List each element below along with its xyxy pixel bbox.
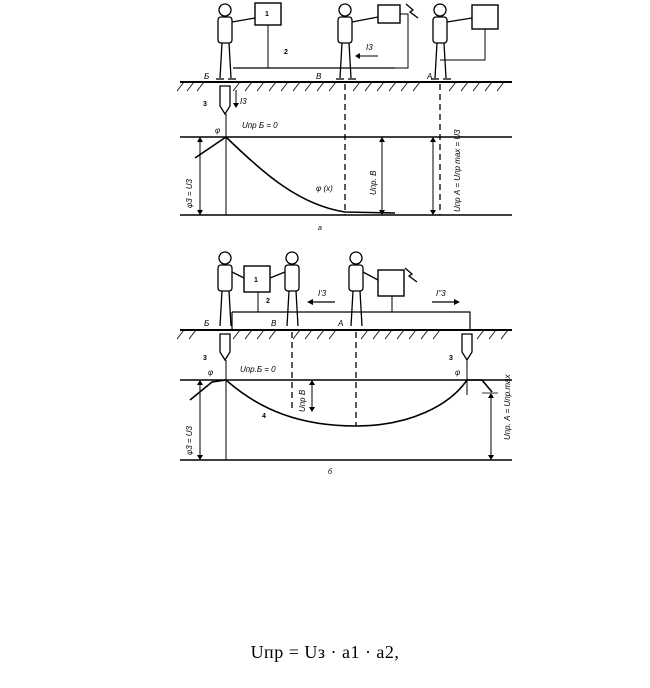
label-upr-v: Uпр. В	[369, 170, 378, 195]
touch-voltage-diagram: Б В А 1 2 3 I3 I3 φ Uпр Б = 0 φ (x) φ3 =…	[176, 2, 512, 476]
equipment-box	[254, 2, 282, 26]
formula: Uпр = Uз · a1 · a2,	[250, 642, 400, 662]
equipment-box	[243, 265, 271, 293]
conductor	[232, 311, 471, 330]
arrowhead	[355, 53, 360, 59]
equipment-box	[471, 4, 499, 30]
person-icon	[217, 251, 245, 327]
diagram-bottom: Б В А 1 2 3 3 4 I'3 I''3 φ φ Uпр.Б = 0 U…	[176, 251, 512, 476]
label-phi-right: φ	[455, 368, 460, 377]
label-point-a: А	[426, 72, 432, 81]
label-phi3-u3: φ3 = U3	[185, 425, 194, 455]
label-point-v: В	[271, 319, 277, 328]
label-phi-x: φ (x)	[316, 184, 333, 193]
person-icon	[269, 251, 300, 327]
label-current-i3-prime: I'3	[318, 289, 327, 298]
label-current-i3-down: I3	[240, 97, 247, 106]
label-num-3-left: 3	[203, 355, 207, 362]
label-point-b: Б	[204, 319, 209, 328]
ground-electrode	[219, 85, 231, 116]
person-icon	[336, 3, 379, 80]
diagram-top: Б В А 1 2 3 I3 I3 φ Uпр Б = 0 φ (x) φ3 =…	[176, 2, 512, 232]
conductor-link	[440, 29, 486, 61]
label-num-2: 2	[266, 298, 270, 305]
label-upr-b-zero: Uпр.Б = 0	[240, 365, 276, 374]
person-icon	[216, 3, 256, 80]
label-point-b: Б	[204, 72, 209, 81]
person-icon	[431, 3, 473, 80]
potential-curve	[194, 135, 396, 214]
equipment-box-faulty	[377, 4, 401, 24]
label-phi3-u3: φ3 = U3	[185, 178, 194, 208]
fault-lightning-icon	[405, 3, 419, 19]
ground-hatching	[176, 329, 509, 340]
potential-curve	[189, 379, 493, 427]
label-num-4: 4	[262, 413, 266, 420]
label-phi: φ	[215, 126, 220, 135]
arrowhead	[233, 103, 239, 108]
label-upr-a: Uпр. А = Uпр.max	[503, 374, 512, 440]
label-upr-v: Uпр В	[298, 389, 307, 412]
label-num-1: 1	[265, 11, 269, 18]
label-num-1: 1	[254, 277, 258, 284]
caption-a: а	[318, 225, 322, 232]
fault-lightning-icon	[404, 267, 418, 283]
label-num-2: 2	[284, 49, 288, 56]
label-num-3: 3	[203, 101, 207, 108]
figure: Б В А 1 2 3 I3 I3 φ Uпр Б = 0 φ (x) φ3 =…	[176, 2, 512, 476]
conductor-link	[395, 13, 409, 69]
label-current-i3-dprime: I''3	[436, 289, 446, 298]
label-upr-a: Uпр А = Uпр max = U3	[453, 129, 462, 212]
person-icon	[348, 251, 379, 327]
label-num-3-right: 3	[449, 355, 453, 362]
label-upr-b-zero: Uпр Б = 0	[242, 121, 278, 130]
label-phi-left: φ	[208, 368, 213, 377]
caption-b: б	[328, 468, 333, 476]
label-point-v: В	[316, 72, 322, 81]
ground-hatching	[176, 81, 505, 92]
label-point-a: А	[337, 319, 343, 328]
equipment-box-faulty	[377, 269, 405, 297]
ground-electrode	[461, 333, 473, 362]
ground-electrode	[219, 333, 231, 362]
label-current-i3: I3	[366, 43, 373, 52]
